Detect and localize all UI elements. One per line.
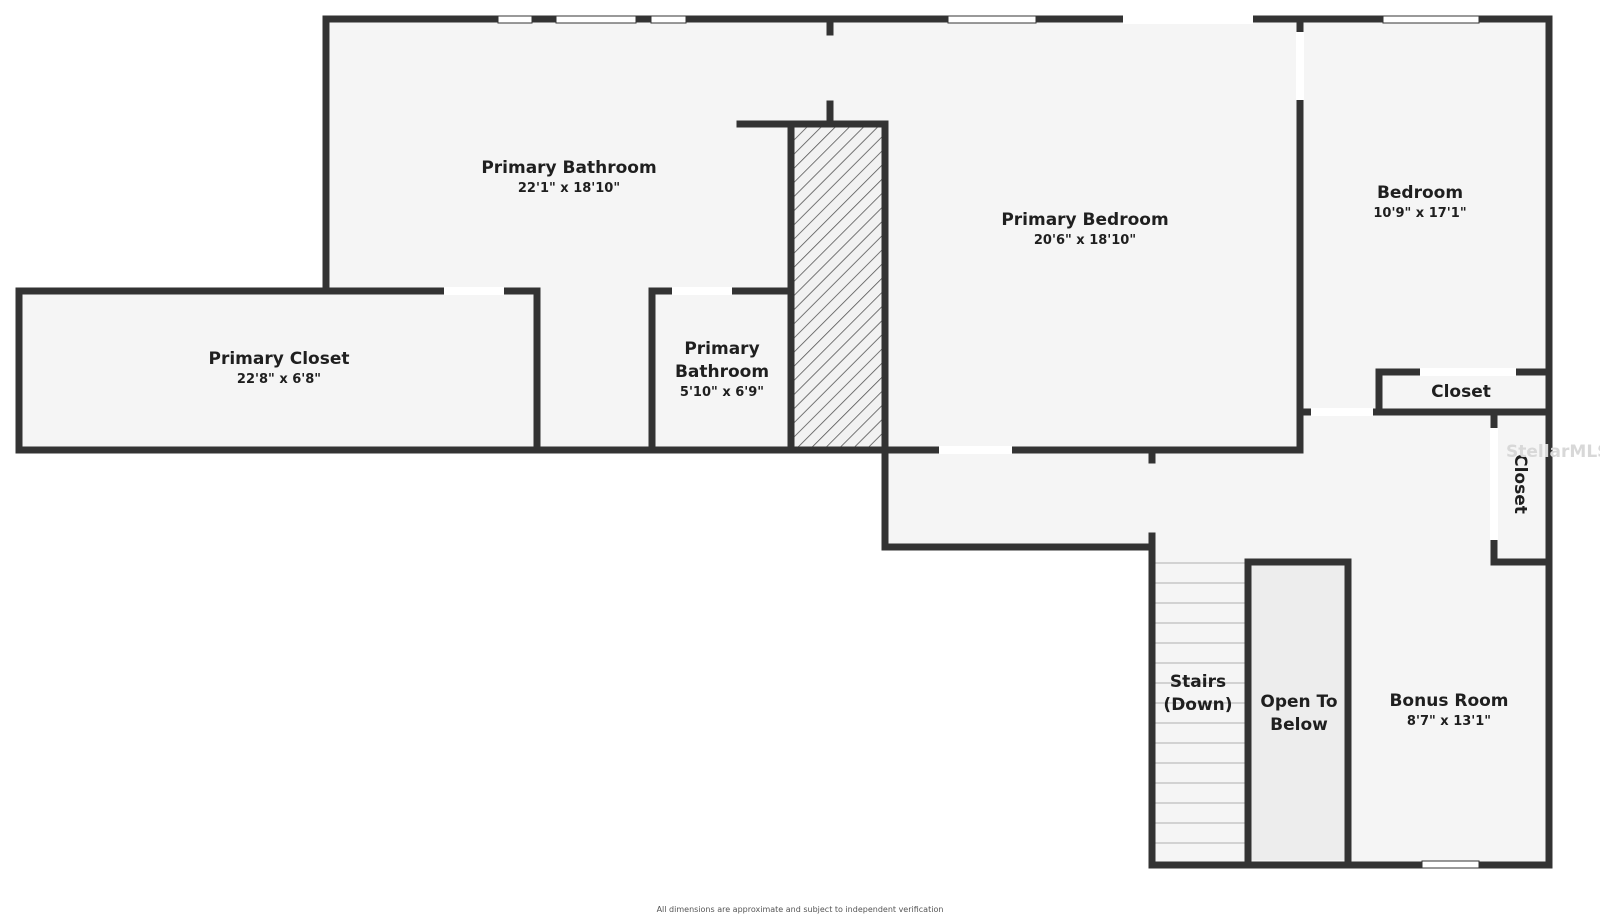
bonus-room-dim: 8'7" x 13'1" [1406,714,1492,729]
primary-bedroom-dim: 20'6" x 18'10" [1033,233,1137,248]
bedroom-dim: 10'9" x 17'1" [1373,206,1467,221]
hall-bonus-floor [885,415,1546,862]
bedroom-name: Bedroom [1376,183,1464,203]
windows [497,15,1480,869]
primary-bathroom-small-name: Primary Bathroom [674,339,770,382]
room-label-bedroom: Bedroom 10'9" x 17'1" [1373,182,1466,223]
closet-side-name: Closet [1510,454,1530,514]
primary-bathroom-name: Primary Bathroom [481,158,657,178]
floors [22,22,1546,862]
room-label-stairs: Stairs (Down) [1158,671,1238,717]
primary-closet-name: Primary Closet [208,349,350,369]
door-openings [444,15,1516,540]
primary-bedroom-name: Primary Bedroom [1001,210,1169,230]
room-label-primary-closet: Primary Closet 22'8" x 6'8" [209,348,350,389]
room-label-primary-bedroom: Primary Bedroom 20'6" x 18'10" [1001,209,1168,250]
room-label-primary-bathroom: Primary Bathroom 22'1" x 18'10" [481,157,656,198]
stair-treads [1155,562,1247,844]
bedroom-floor [1300,22,1546,462]
open-to-below-area [1251,564,1346,860]
primary-bathroom-small-dim: 5'10" x 6'9" [679,385,765,400]
primary-closet-floor [22,291,537,450]
footer-disclaimer: All dimensions are approximate and subje… [656,905,944,914]
room-label-closet-top: Closet [1431,381,1491,404]
primary-bathroom-dim: 22'1" x 18'10" [517,181,621,196]
watermark: StellarMLS [1506,442,1600,462]
room-label-bonus-room: Bonus Room 8'7" x 13'1" [1389,690,1508,731]
open-below-name: Open To Below [1260,692,1338,735]
closet-top-name: Closet [1431,382,1491,402]
hatched-chase [794,126,884,449]
room-label-primary-bathroom-small: Primary Bathroom 5'10" x 6'9" [672,338,772,402]
stairs-name: Stairs (Down) [1163,672,1233,715]
room-label-open-below: Open To Below [1254,691,1344,737]
primary-closet-dim: 22'8" x 6'8" [236,372,322,387]
bonus-room-name: Bonus Room [1389,691,1509,711]
